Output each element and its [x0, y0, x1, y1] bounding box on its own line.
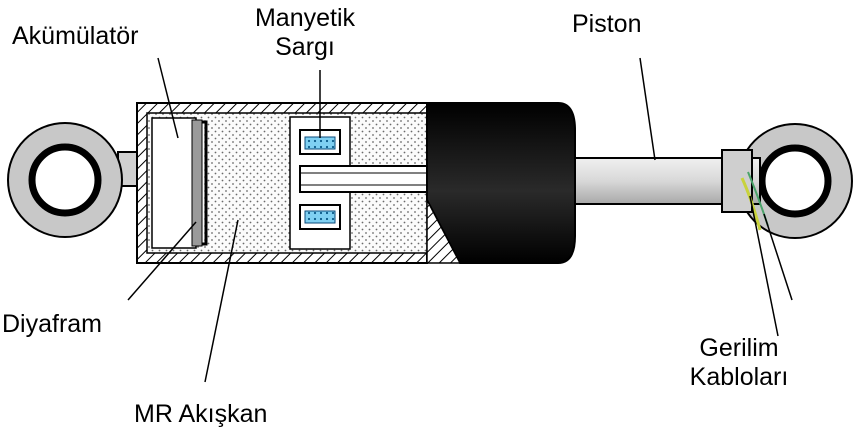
- accumulator-leader: [157, 57, 179, 139]
- cylinder-body: [426, 102, 576, 264]
- left-eye-mount: [7, 122, 151, 238]
- magnetic-coil-label-line1: Manyetik: [254, 4, 356, 32]
- cables-leader-a: [749, 195, 779, 337]
- magnetic-coil-label: Manyetik Sargı: [250, 4, 360, 62]
- accumulator-label: Akümülatör: [12, 22, 139, 50]
- piston-label: Piston: [572, 10, 642, 38]
- piston-rod: [559, 149, 769, 231]
- cables-leader-b: [763, 213, 793, 301]
- mr-fluid-label: MR Akışkan: [134, 400, 268, 428]
- diaphragm-label: Diyafram: [2, 310, 103, 338]
- voltage-cables-label-line2: Kabloları: [689, 362, 789, 391]
- magnetic-coil-label-line2: Sargı: [275, 32, 335, 61]
- piston-leader: [639, 57, 656, 161]
- piston-head: [289, 116, 441, 250]
- voltage-cables-label-line1: Gerilim: [699, 334, 779, 362]
- voltage-cables-label: Gerilim Kabloları: [664, 334, 814, 392]
- leader-lines: [127, 57, 793, 383]
- mr-fluid-leader: [204, 219, 239, 383]
- right-eye-mount: [737, 123, 853, 239]
- diaphragm-leader: [127, 221, 197, 301]
